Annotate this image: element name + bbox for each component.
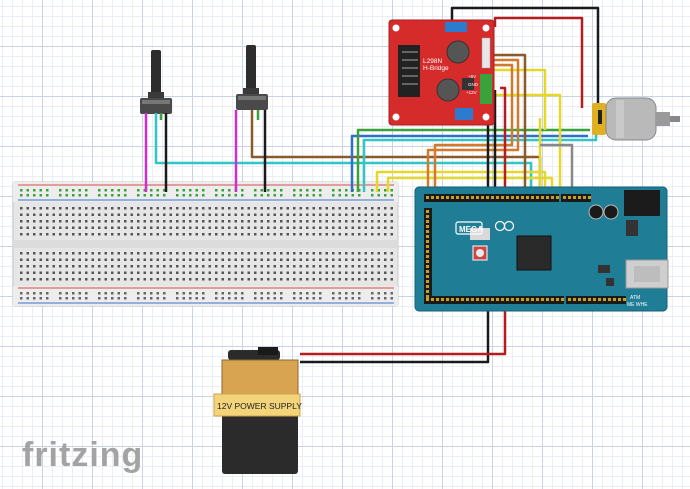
wire-orange-2 bbox=[433, 63, 514, 208]
wire-yellow-1 bbox=[375, 170, 547, 200]
wire-orange-1 bbox=[426, 58, 520, 208]
dc-motor bbox=[592, 97, 680, 141]
arduino-logo: MEGA bbox=[459, 225, 483, 234]
wire-cyan-pot1 bbox=[154, 113, 533, 200]
hbridge-pin-5v: +5V bbox=[468, 74, 476, 79]
wire-black-gnd bbox=[300, 80, 490, 364]
l298n-h-bridge: L298N H-Bridge +5V GND +12V bbox=[388, 19, 495, 126]
wire-blue bbox=[350, 134, 588, 192]
potentiometer-1 bbox=[140, 50, 172, 114]
fritzing-logo: fritzing bbox=[22, 436, 143, 474]
wire-red-top bbox=[493, 16, 584, 108]
hbridge-title-2: H-Bridge bbox=[423, 65, 449, 72]
battery-12v: 12V POWER SUPPLY bbox=[213, 347, 302, 474]
potentiometer-2 bbox=[236, 45, 268, 110]
wire-brown-2 bbox=[488, 53, 527, 200]
breadboard bbox=[12, 181, 399, 307]
battery-label: 12V POWER SUPPLY bbox=[217, 401, 302, 411]
wire-yellow-4 bbox=[488, 68, 547, 130]
arduino-mega: MEGA ATM ME WHE bbox=[414, 186, 669, 312]
hbridge-pin-gnd: GND bbox=[468, 82, 479, 87]
arduino-corner-text-1: ATM bbox=[630, 295, 640, 301]
hbridge-title-1: L298N bbox=[423, 58, 442, 65]
wire-black-top bbox=[450, 6, 600, 108]
hbridge-pin-12v: +12V bbox=[466, 90, 477, 95]
arduino-corner-text-2: ME WHE bbox=[627, 302, 648, 308]
wire-gray bbox=[540, 143, 574, 200]
